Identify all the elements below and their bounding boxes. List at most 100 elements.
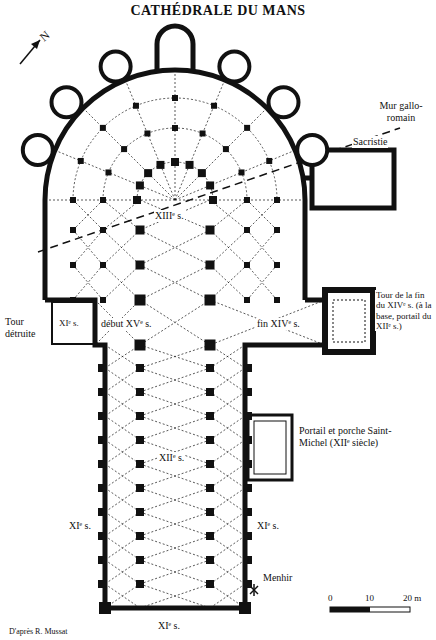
vault-rib: [105, 345, 140, 368]
date-label: fin XIVᵉ s.: [256, 318, 301, 330]
vault-rib: [210, 440, 245, 464]
north-tower: [325, 290, 373, 352]
vault-rib: [105, 536, 140, 560]
buttress: [246, 484, 252, 492]
vault-rib: [140, 584, 210, 608]
vault-rib: [247, 265, 277, 300]
scale-bar: [330, 607, 410, 612]
vault-rib: [105, 512, 140, 536]
pier: [133, 103, 139, 109]
buttress: [98, 556, 104, 564]
vault-rib: [210, 488, 245, 512]
vault-rib: [247, 265, 277, 300]
vault-rib: [105, 488, 140, 512]
gallo-roman-wall: [38, 128, 400, 252]
vault-rib: [210, 368, 245, 392]
porch-label: Portail et porche Saint-Michel (XIIᵉ siè…: [298, 425, 396, 448]
vault-rib: [105, 560, 140, 584]
vault-rib: [210, 464, 245, 488]
vault-rib: [140, 345, 210, 368]
vault-rib: [247, 230, 277, 265]
buttress: [98, 460, 104, 468]
buttress: [98, 412, 104, 420]
vault-rib: [140, 464, 210, 488]
buttress: [98, 508, 104, 516]
axial-chapel: [157, 26, 193, 72]
vault-rib: [140, 368, 210, 392]
vault-rib: [140, 488, 210, 512]
porch-inner: [254, 421, 286, 474]
vault-rib: [105, 440, 140, 464]
vault-rib: [73, 230, 103, 265]
date-label: XIᵉ s.: [256, 520, 280, 532]
vault-rib: [105, 368, 140, 392]
buttress: [98, 364, 104, 372]
vault-rib: [105, 512, 140, 536]
buttress: [246, 508, 252, 516]
vault-rib: [210, 488, 245, 512]
vault-rib: [103, 230, 140, 265]
date-label: XIᵉ s.: [157, 620, 181, 632]
buttress: [98, 388, 104, 396]
vault-rib: [105, 464, 140, 488]
buttress: [246, 364, 252, 372]
buttress: [98, 484, 104, 492]
date-label: XIᵉ s.: [68, 520, 92, 532]
buttress: [98, 532, 104, 540]
vault-rib: [140, 416, 210, 440]
vault-rib: [210, 536, 245, 560]
vault-rib: [210, 512, 245, 536]
date-label: XIIᵉ s.: [158, 452, 185, 464]
vault-rib: [210, 230, 247, 265]
vault-rib: [105, 392, 140, 416]
vault-rib: [210, 265, 247, 300]
vault-rib: [47, 200, 175, 201]
vault-rib: [73, 200, 103, 230]
choir-wall: [45, 70, 305, 300]
tower-vault: [333, 300, 365, 342]
vault-rib: [210, 536, 245, 560]
pier: [211, 103, 217, 109]
vault-rib: [140, 416, 210, 440]
plan-title: CATHÉDRALE DU MANS: [0, 3, 436, 19]
vault-rib: [140, 440, 210, 464]
vault-rib: [105, 440, 140, 464]
scale-number: 10: [364, 593, 375, 603]
vault-rib: [105, 392, 140, 416]
vault-rib: [140, 584, 210, 608]
vault-rib: [105, 345, 140, 368]
vault-rib: [103, 265, 140, 300]
radiating-chapel: [268, 87, 298, 117]
vault-rib: [140, 488, 210, 512]
pier: [99, 602, 111, 614]
date-label: XIIIᵉ s.: [154, 210, 185, 222]
vault-rib: [103, 265, 140, 300]
vault-rib: [247, 200, 277, 230]
vault-rib: [105, 488, 140, 512]
vault-rib: [140, 392, 210, 416]
buttress: [98, 436, 104, 444]
radiating-chapel: [219, 52, 249, 82]
vault-rib: [140, 230, 210, 265]
vault-rib: [210, 230, 247, 265]
vault-rib: [210, 345, 245, 368]
buttress: [98, 580, 104, 588]
vault-rib: [105, 560, 140, 584]
vault-rib: [103, 200, 140, 230]
vault-rib: [140, 200, 210, 230]
nave-transept-wall: [45, 300, 325, 608]
vault-rib: [140, 345, 210, 368]
radiating-chapel: [52, 87, 82, 117]
vault-rib: [73, 230, 103, 265]
pier: [239, 602, 251, 614]
vault-rib: [210, 416, 245, 440]
vault-rib: [84, 109, 175, 200]
vault-rib: [210, 200, 247, 230]
pier: [136, 181, 144, 189]
vault-rib: [140, 230, 210, 265]
vault-rib: [175, 109, 266, 200]
vault-rib: [140, 464, 210, 488]
saint-michel-porch: [248, 415, 292, 480]
vault-rib: [210, 392, 245, 416]
vault-rib: [210, 560, 245, 584]
